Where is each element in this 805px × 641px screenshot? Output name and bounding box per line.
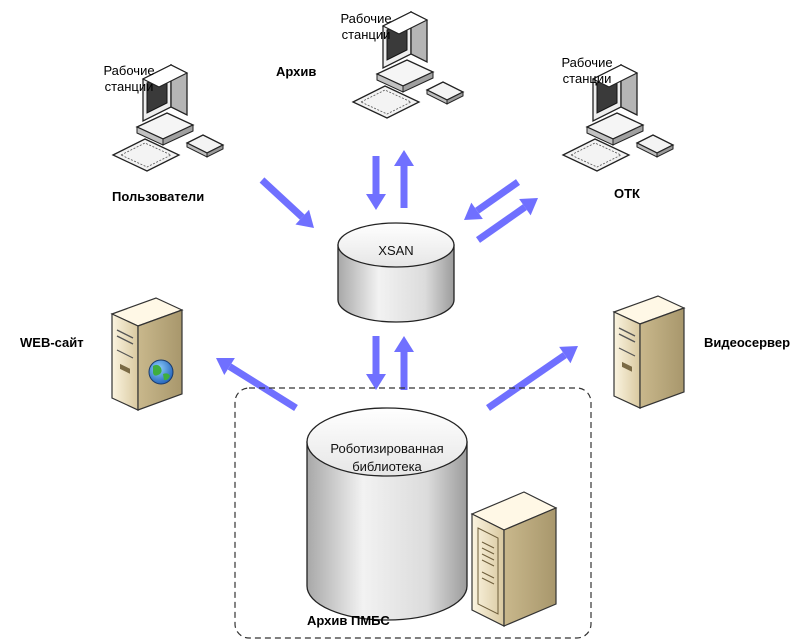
- pmbs-label: Архив ПМБС: [307, 613, 390, 628]
- archive-caption: Рабочие станции: [340, 11, 392, 42]
- arrow-to-videoserver: [486, 346, 578, 411]
- web-server-icon: [111, 297, 183, 411]
- arrow-xsan-to-archive: [394, 150, 414, 208]
- xsan-label: XSAN: [378, 243, 414, 258]
- users-label: Пользователи: [112, 189, 205, 204]
- arrow-users-to-xsan: [259, 177, 314, 228]
- archive-label: Архив: [276, 64, 317, 79]
- pmbs-frame: [234, 387, 592, 639]
- otk-caption: Рабочие станции: [561, 55, 613, 86]
- arrow-archive-down: [366, 156, 386, 210]
- users-caption: Рабочие станции: [103, 63, 155, 94]
- website-label: WEB-сайт: [20, 335, 84, 350]
- videoserver-label: Видеосервер: [704, 335, 791, 350]
- arrow-xsan-to-otk: [475, 198, 538, 243]
- flow-arrows: [216, 150, 578, 411]
- robotic-library-database-icon: [306, 407, 468, 621]
- globe-icon: [148, 359, 174, 385]
- otk-label: ОТК: [614, 186, 640, 201]
- arrow-xsan-to-library: [366, 336, 386, 390]
- arrow-library-to-xsan: [394, 336, 414, 390]
- arrow-to-website: [216, 358, 298, 411]
- videoserver-icon: [613, 295, 685, 409]
- arrow-otk-to-xsan: [464, 179, 521, 220]
- xsan-database-icon: [337, 222, 455, 323]
- library-label: Роботизированная библиотека: [330, 441, 444, 474]
- library-cabinet-icon: [470, 491, 558, 627]
